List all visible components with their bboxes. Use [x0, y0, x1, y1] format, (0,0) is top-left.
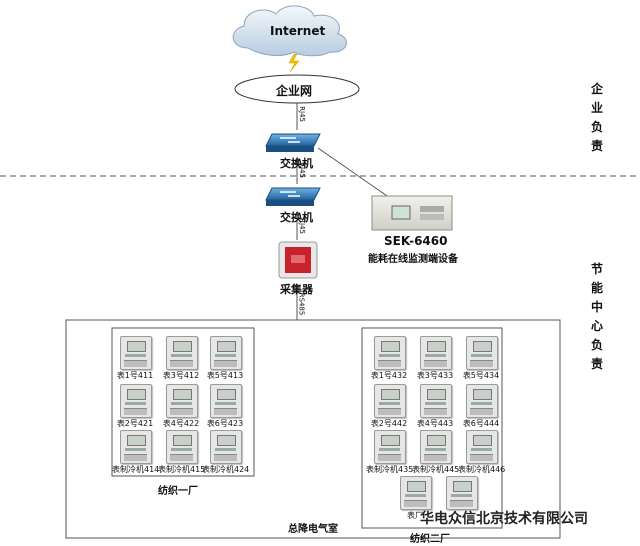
meter-label: 表6号423: [206, 419, 244, 428]
center-zone-label: 节能中心负责: [590, 262, 603, 371]
electric-meter-icon: [166, 430, 198, 464]
electric-meter-icon: [374, 430, 406, 464]
meter-label: 表3号412: [162, 371, 200, 380]
watermark-text: 华电众信北京技术有限公司: [420, 511, 588, 527]
electric-meter-icon: [210, 336, 242, 370]
switch-bottom-icon: [265, 187, 321, 206]
meter-label: 表制冷机446: [458, 465, 506, 474]
collector-label: 采集器: [280, 283, 313, 296]
electric-meter-icon: [166, 336, 198, 370]
electric-meter-icon: [120, 430, 152, 464]
enterprise-zone-label: 企业负责: [590, 82, 603, 153]
switch-top-icon: [265, 133, 321, 152]
device-description-label: 能耗在线监测端设备: [368, 254, 458, 265]
meter-label: 表制冷机445: [412, 465, 460, 474]
electric-meter-icon: [210, 384, 242, 418]
electric-meter-icon: [420, 384, 452, 418]
meter-label: 表制冷机414: [112, 465, 160, 474]
electric-meter-icon: [400, 476, 432, 510]
device-model-label: SEK-6460: [384, 234, 448, 248]
switch-top-label: 交换机: [280, 157, 313, 170]
factory2-label: 纺织二厂: [410, 534, 450, 545]
switch-bottom-label: 交换机: [280, 211, 313, 224]
factory1-label: 纺织一厂: [158, 486, 198, 497]
meter-label: 表3号433: [416, 371, 454, 380]
internet-label: Internet: [270, 24, 326, 38]
meter-label: 表厂: [407, 511, 423, 520]
electric-meter-icon: [420, 336, 452, 370]
electric-meter-icon: [420, 430, 452, 464]
electric-meter-icon: [120, 384, 152, 418]
meter-label: 表4号422: [162, 419, 200, 428]
rj45-label-mid: RJ45: [297, 162, 306, 178]
enterprise-network-label: 企业网: [276, 84, 313, 98]
room-label: 总降电气室: [288, 524, 338, 535]
meter-label: 表制冷机415: [158, 465, 206, 474]
electric-meter-icon: [466, 336, 498, 370]
electric-meter-icon: [446, 476, 478, 510]
factory1-frame: [111, 327, 255, 477]
rj45-label-top: RJ45: [297, 106, 306, 122]
electric-meter-icon: [466, 384, 498, 418]
internet-cloud-icon: [232, 5, 347, 57]
link-switch-to-device: [317, 147, 391, 199]
collector-icon: [278, 241, 318, 279]
lightning-icon: [288, 53, 300, 73]
meter-label: 表1号432: [370, 371, 408, 380]
electric-meter-icon: [374, 336, 406, 370]
meter-label: 表2号421: [116, 419, 154, 428]
rs485-label: RS485: [297, 292, 306, 316]
meter-label: 表5号413: [206, 371, 244, 380]
meter-label: 表4号443: [416, 419, 454, 428]
meter-label: 表5号434: [462, 371, 500, 380]
meter-label: 表制冷机424: [202, 465, 250, 474]
electric-meter-icon: [120, 336, 152, 370]
electric-meter-icon: [166, 384, 198, 418]
meter-label: 表2号442: [370, 419, 408, 428]
meter-label: 表制冷机435: [366, 465, 414, 474]
electric-meter-icon: [210, 430, 242, 464]
electric-meter-icon: [374, 384, 406, 418]
monitoring-device-icon: [371, 195, 453, 231]
rj45-label-low: RJ45: [297, 218, 306, 234]
factory2-frame: [361, 327, 503, 529]
meter-label: 表6号444: [462, 419, 500, 428]
electric-meter-icon: [466, 430, 498, 464]
substation-room-frame: [65, 319, 561, 539]
meter-label: 表1号411: [116, 371, 154, 380]
